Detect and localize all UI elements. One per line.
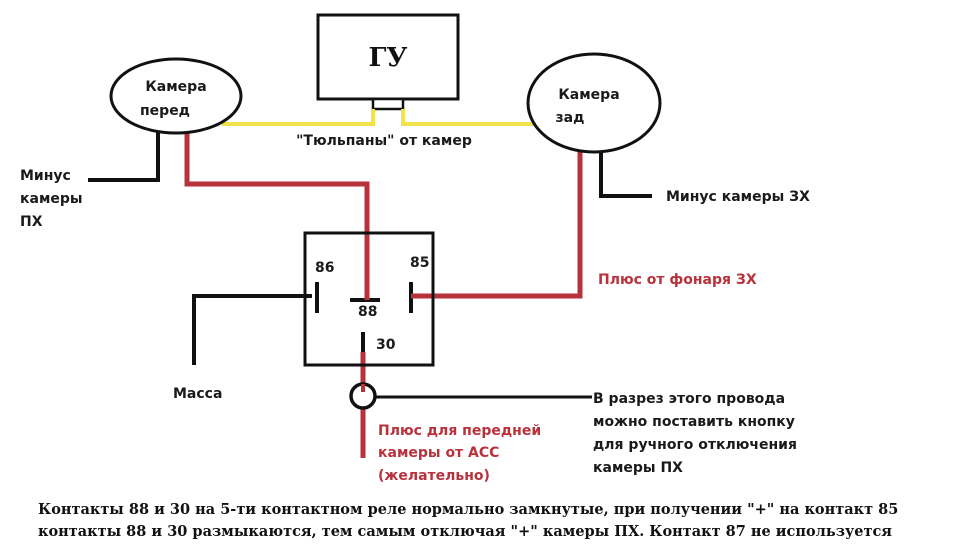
- camera-rear-label-1: Камера: [558, 87, 619, 103]
- plus-front-label-2: камеры от АСС: [378, 445, 499, 461]
- minus-front-wire: [88, 132, 160, 182]
- button-note-3: для ручного отключения: [593, 437, 797, 453]
- yellow-wire-front: [222, 109, 375, 126]
- pin86-label: 86: [315, 260, 334, 276]
- button-note-1: В разрез этого провода: [593, 391, 785, 407]
- pin30-label: 30: [376, 337, 396, 353]
- red-wire-rear-light: [411, 150, 583, 299]
- button-note-4: камеры ПХ: [593, 460, 683, 476]
- head-unit-connector: [371, 97, 405, 111]
- ground-wire: [192, 294, 312, 365]
- plus-front-label-1: Плюс для передней: [378, 423, 541, 439]
- camera-rear-label-2: зад: [556, 110, 585, 126]
- caption-line-2: контакты 88 и 30 размыкаются, тем самым …: [38, 523, 892, 540]
- plus-front-label-3: (желательно): [378, 468, 490, 484]
- yellow-wire-rear: [401, 109, 540, 126]
- head-unit-label: ГУ: [368, 43, 407, 73]
- plus-rear-light-label: Плюс от фонаря ЗХ: [598, 272, 757, 288]
- head-unit-box: [316, 13, 460, 101]
- minus-front-label-1: Минус: [20, 168, 71, 184]
- caption: Контакты 88 и 30 на 5-ти контактном реле…: [38, 499, 938, 543]
- ground-label: Масса: [173, 386, 222, 402]
- minus-front-label-2: камеры: [20, 191, 83, 207]
- red-wire-front-camera: [184, 132, 370, 300]
- minus-rear-label: Минус камеры ЗХ: [666, 189, 810, 205]
- camera-front: [109, 57, 243, 135]
- camera-front-label-2: перед: [140, 103, 190, 119]
- minus-front-label-3: ПХ: [20, 214, 43, 230]
- tulips-label: "Тюльпаны" от камер: [296, 133, 472, 149]
- caption-line-1: Контакты 88 и 30 на 5-ти контактном реле…: [38, 501, 899, 518]
- camera-rear: [526, 52, 662, 154]
- pin88-label: 88: [358, 304, 377, 320]
- camera-front-label-1: Камера: [145, 79, 206, 95]
- button-note-2: можно поставить кнопку: [593, 414, 795, 430]
- minus-rear-wire: [599, 152, 652, 198]
- pin85-label: 85: [410, 255, 429, 271]
- relay-box: [303, 231, 435, 367]
